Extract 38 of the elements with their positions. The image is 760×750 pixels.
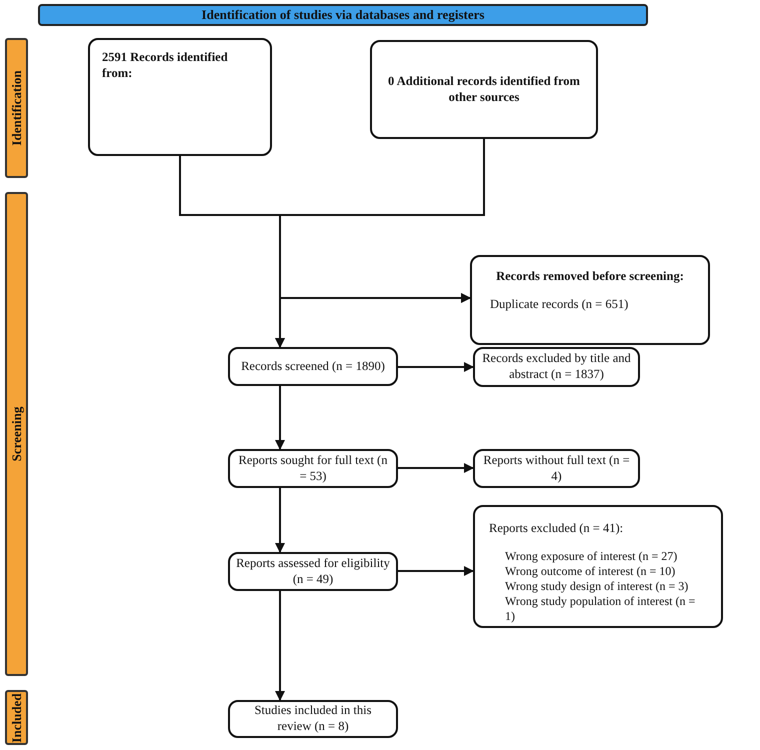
- list-item: Wrong study population of interest (n = 1): [504, 594, 696, 624]
- process-box: [470, 255, 710, 345]
- list-item: Wrong exposure of interest (n = 27): [504, 548, 678, 564]
- box-text: Duplicate records (n = 651): [489, 296, 630, 312]
- box-text: Records screened (n = 1890): [241, 358, 385, 374]
- stage-label: Included: [8, 692, 24, 742]
- box-heading: Reports excluded (n = 41):: [489, 521, 624, 537]
- box-text: Reports assessed for eligibility (n = 49): [236, 556, 390, 588]
- box-text: Reports sought for full text (n = 53): [238, 452, 388, 484]
- process-box: [473, 347, 640, 387]
- arrow: [398, 566, 474, 576]
- box-heading: 2591 Records identified from:: [102, 50, 229, 82]
- stage-band: [5, 192, 28, 676]
- process-box: [228, 700, 398, 738]
- box-heading: 0 Additional records identified from other sources: [387, 74, 581, 106]
- box-text: Reports without full text (n = 4): [482, 452, 631, 484]
- list-item: Wrong outcome of interest (n = 10): [504, 564, 676, 579]
- list-item: Wrong study design of interest (n = 3): [504, 578, 690, 594]
- arrow: [275, 386, 285, 450]
- process-box: [228, 449, 398, 488]
- stage-band: [5, 38, 28, 178]
- arrow: [275, 488, 285, 553]
- process-box: [473, 449, 640, 488]
- box-heading: Records removed before screening:: [495, 269, 685, 285]
- arrow: [275, 591, 285, 701]
- stage-label: Identification: [8, 70, 24, 146]
- process-box: [88, 38, 272, 156]
- stage-band: [5, 690, 28, 745]
- stage-label: Screening: [8, 406, 25, 462]
- process-box: [370, 40, 598, 139]
- arrow: [398, 362, 474, 372]
- title-bar: Identification of studies via databases and registers: [38, 4, 648, 26]
- box-text: Studies included in this review (n = 8): [253, 703, 372, 735]
- box-text: Records excluded by title and abstract (n = 1837): [481, 351, 632, 383]
- process-box: [473, 505, 723, 628]
- process-box: [228, 347, 398, 386]
- process-box: [228, 552, 398, 591]
- arrow: [398, 463, 474, 473]
